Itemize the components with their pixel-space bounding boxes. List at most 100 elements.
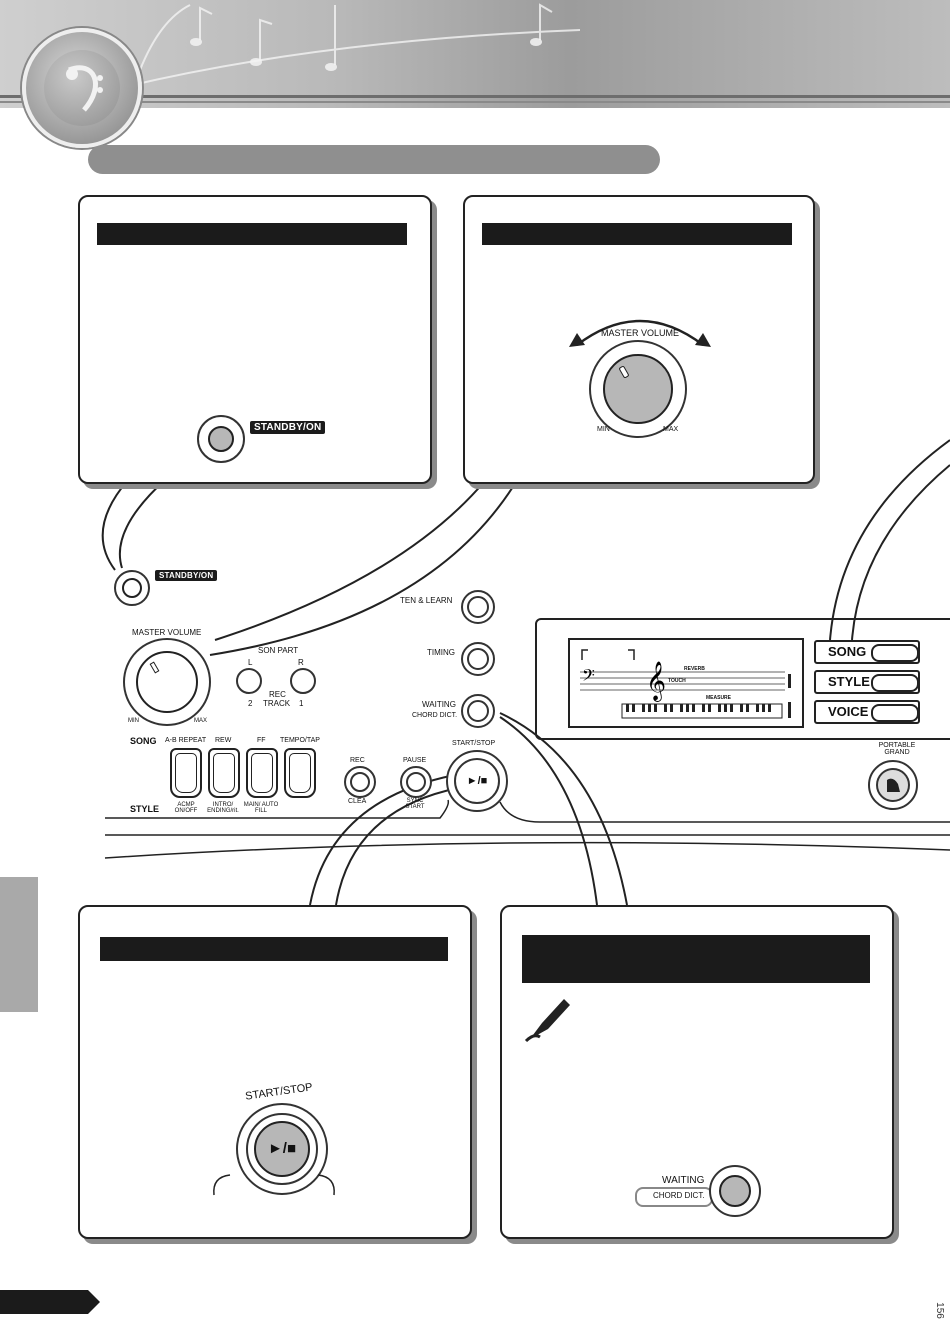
standby-callout-heading xyxy=(97,225,103,239)
start-stop-heading xyxy=(100,939,106,953)
style-row-label: STYLE xyxy=(130,804,160,814)
panel-standby-bezel xyxy=(114,570,150,606)
portable-grand-label: PORTABLE GRAND xyxy=(878,742,916,756)
lesson-left-button[interactable] xyxy=(236,668,262,694)
master-volume-max: MAX xyxy=(663,426,679,433)
sync-start-label: SYNC START xyxy=(405,798,425,810)
waiting-callout-button[interactable] xyxy=(719,1175,751,1207)
start-stop-edge-lines xyxy=(213,1174,335,1196)
waiting-bezel xyxy=(709,1165,761,1217)
section-header-bar xyxy=(88,145,660,174)
track-1-label: 1 xyxy=(299,699,304,708)
master-volume-heading xyxy=(482,225,488,239)
clear-label: CLEA xyxy=(348,798,367,805)
page-number: 156 xyxy=(934,1302,946,1319)
panel-master-volume-max: MAX xyxy=(194,718,208,724)
panel-master-volume-label: MASTER VOLUME xyxy=(132,628,202,637)
waiting-label: WAITING xyxy=(422,700,456,709)
panel-standby-tag: STANDBY/ON xyxy=(155,570,218,581)
display-frame xyxy=(535,618,950,740)
lesson-part-r: R xyxy=(298,658,304,667)
standby-callout-heading-bar xyxy=(97,223,407,245)
acmp-label: ACMP ON/OFF xyxy=(174,802,198,814)
grand-piano-icon xyxy=(887,778,900,792)
header-banner xyxy=(0,0,950,108)
start-stop-callout: START/STOP ►/■ xyxy=(78,905,472,1239)
timing-button[interactable] xyxy=(461,642,495,676)
lcd-graphic: 𝄢 𝄞 xyxy=(580,649,791,719)
chord-dict-tag: CHORD DICT. xyxy=(635,1187,713,1207)
style-mode-button[interactable]: STYLE xyxy=(814,670,920,694)
svg-text:𝄢: 𝄢 xyxy=(582,665,595,689)
panel-start-stop-bezel: ►/■ xyxy=(446,750,508,812)
master-volume-callout: MASTER VOLUME MIN MAX xyxy=(463,195,815,484)
lcd-reverb: REVERB xyxy=(684,666,705,672)
standby-button-bezel xyxy=(197,415,245,463)
start-stop-button[interactable]: ►/■ xyxy=(246,1113,318,1185)
panel-master-volume-min: MIN xyxy=(128,718,139,724)
start-stop-heading-bar xyxy=(100,937,448,961)
track-label: TRACK xyxy=(263,699,291,708)
waiting-heading-bar xyxy=(522,935,870,983)
song-mode-button[interactable]: SONG xyxy=(814,640,920,664)
chord-dict-pen-icon xyxy=(524,999,570,1043)
tempo-tap-label: TEMPO/TAP xyxy=(280,737,320,744)
portable-grand-button[interactable] xyxy=(868,760,918,810)
start-stop-glyph: ►/■ xyxy=(267,1140,297,1157)
ff-button[interactable] xyxy=(246,748,278,798)
track-2-label: 2 xyxy=(248,699,253,708)
lesson-right-button[interactable] xyxy=(290,668,316,694)
waiting-callout: WAITING CHORD DICT. xyxy=(500,905,894,1239)
master-volume-knob[interactable] xyxy=(603,354,673,424)
lcd-measure: MEASURE xyxy=(706,695,732,701)
chord-dict-label: CHORD DICT. xyxy=(412,712,458,719)
voice-mode-button[interactable]: VOICE xyxy=(814,700,920,724)
bass-clef-badge xyxy=(22,28,142,148)
rec-track-label: REC xyxy=(269,690,286,699)
start-stop-bezel: ►/■ xyxy=(236,1103,328,1195)
master-volume-heading-bar xyxy=(482,223,792,245)
instrument-panel: STANDBY/ON MASTER VOLUME MIN MAX SON PAR… xyxy=(0,560,950,870)
listen-learn-label: TEN & LEARN xyxy=(400,596,453,605)
panel-start-stop-button[interactable]: ►/■ xyxy=(454,758,500,804)
start-stop-button-face: ►/■ xyxy=(254,1121,310,1177)
listen-learn-button[interactable] xyxy=(461,590,495,624)
waiting-button[interactable] xyxy=(461,694,495,728)
song-row-label: SONG xyxy=(130,736,157,746)
song-mode-label: SONG xyxy=(828,644,867,659)
rew-button[interactable] xyxy=(208,748,240,798)
intro-label: INTRO/ ENDING/rit. xyxy=(207,802,239,814)
standby-button[interactable] xyxy=(208,426,234,452)
music-notes-decoration xyxy=(120,3,580,89)
pause-label: PAUSE xyxy=(403,757,427,764)
waiting-button-label: WAITING xyxy=(662,1175,705,1186)
tempo-tap-button[interactable] xyxy=(284,748,316,798)
pause-button[interactable] xyxy=(400,766,432,798)
rotate-arrow-icon xyxy=(569,319,711,347)
svg-text:𝄞: 𝄞 xyxy=(646,661,666,702)
main-label: MAIN/ AUTO FILL xyxy=(243,802,279,814)
panel-master-volume-knob[interactable] xyxy=(136,651,198,713)
banner-rule-2 xyxy=(0,101,950,103)
waiting-heading xyxy=(522,937,528,951)
style-mode-label: STYLE xyxy=(828,674,870,689)
ab-repeat-label: A-B REPEAT xyxy=(165,737,207,744)
standby-callout: STANDBY/ON xyxy=(78,195,432,484)
master-volume-knob-label: MASTER VOLUME xyxy=(601,328,680,338)
start-stop-label: START/STOP xyxy=(244,1081,314,1103)
standby-tag: STANDBY/ON xyxy=(250,421,326,434)
panel-master-volume-bezel xyxy=(123,638,211,726)
lcd-screen: 𝄢 𝄞 REVERB TOUCH MEASURE xyxy=(568,638,804,728)
rec-button[interactable] xyxy=(344,766,376,798)
banner-rule xyxy=(0,95,950,98)
voice-mode-label: VOICE xyxy=(828,704,869,719)
panel-start-stop-glyph: ►/■ xyxy=(466,775,488,787)
rec-label: REC xyxy=(350,757,365,764)
lcd-touch: TOUCH xyxy=(668,678,686,684)
bass-clef-icon xyxy=(66,65,103,112)
ab-repeat-button[interactable] xyxy=(170,748,202,798)
chord-dict-label: CHORD DICT. xyxy=(653,1191,705,1200)
lesson-part-l: L xyxy=(248,658,253,667)
panel-standby-button[interactable] xyxy=(122,578,142,598)
